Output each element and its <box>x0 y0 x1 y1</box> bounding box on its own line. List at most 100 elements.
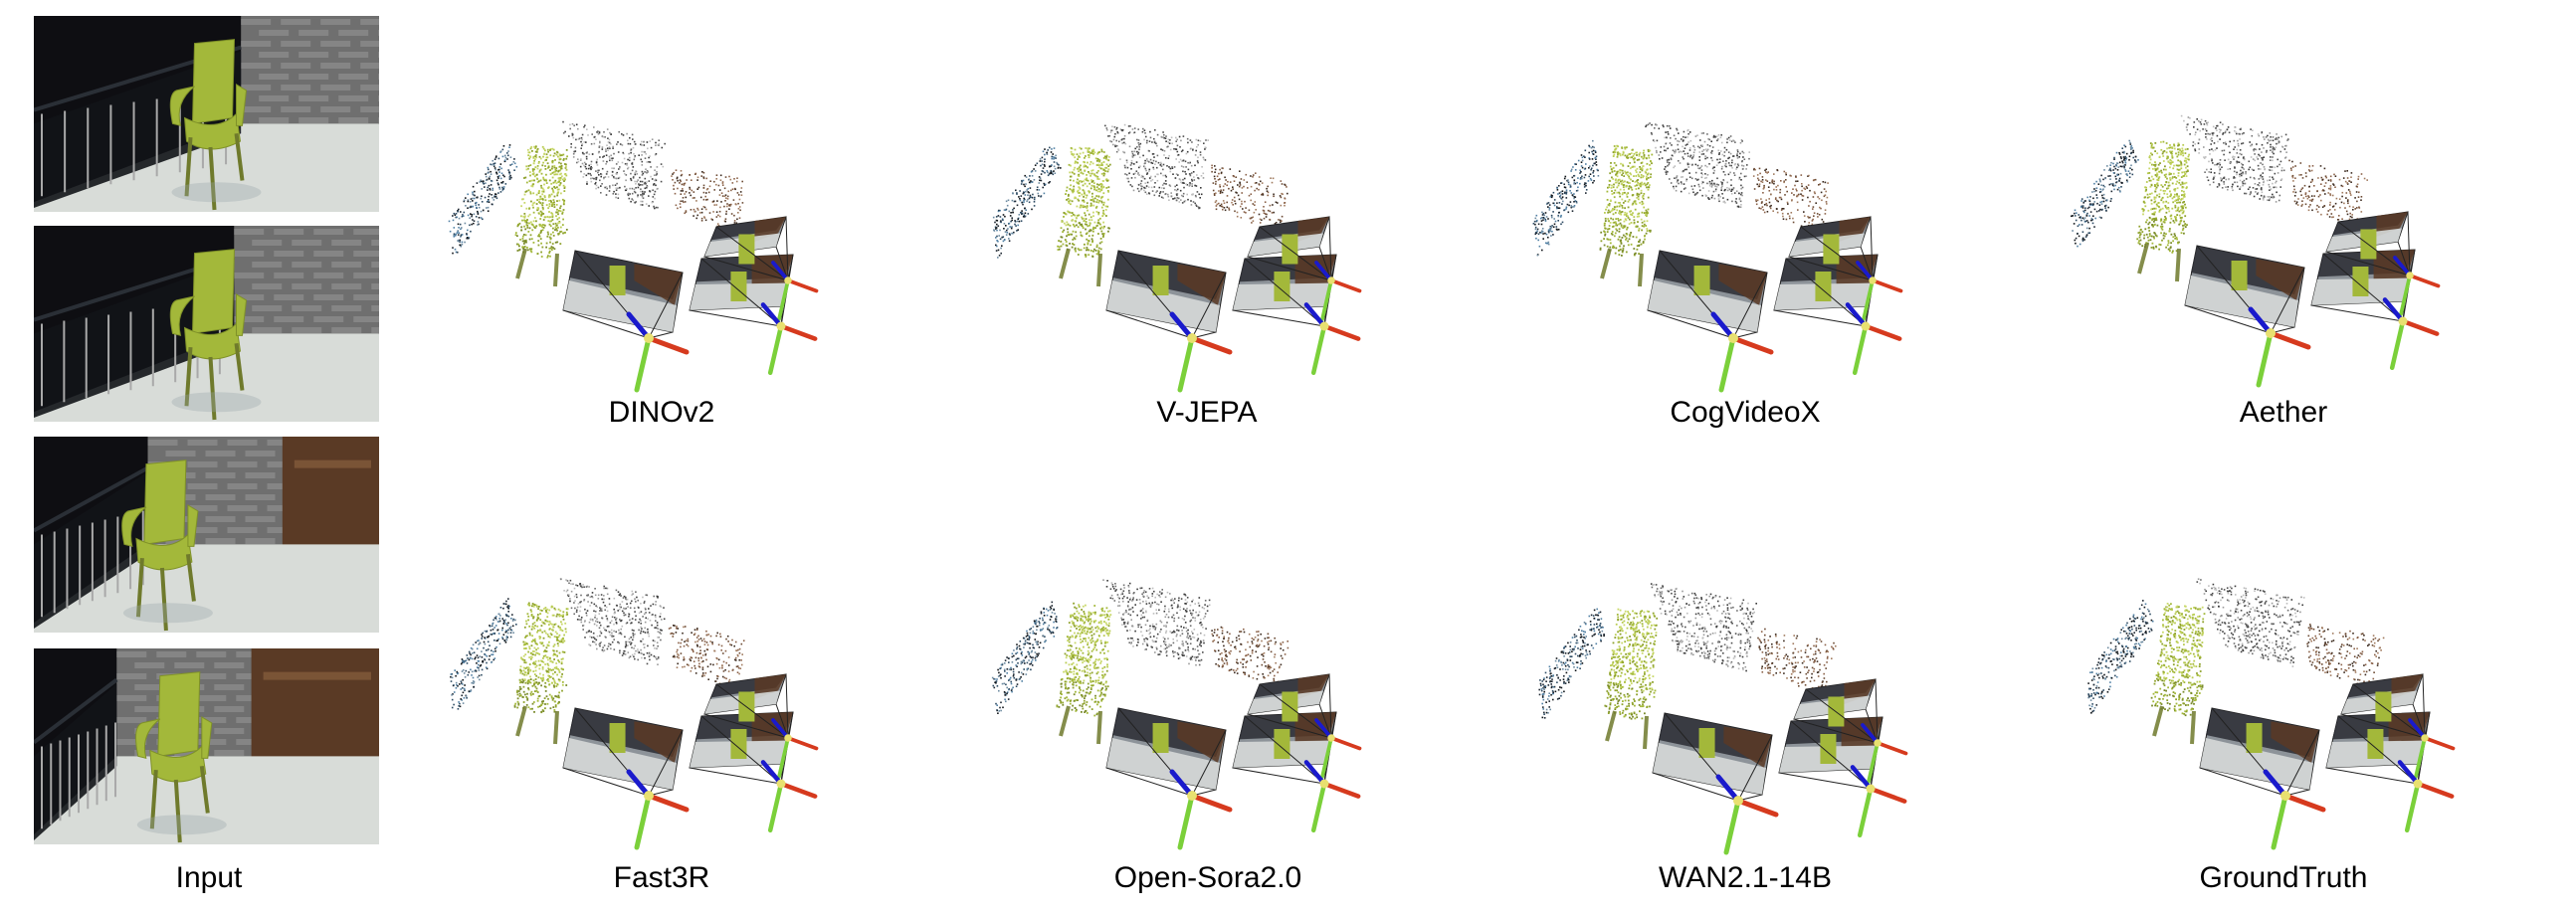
chair-photo <box>34 226 379 422</box>
camera-axes-icon <box>1314 261 1362 321</box>
chair-photo <box>34 437 379 633</box>
label-v-jepa: V-JEPA <box>1156 396 1258 429</box>
camera-axes-icon <box>771 718 819 779</box>
point-cloud-chair <box>1599 144 1654 257</box>
point-cloud-railing <box>992 146 1062 259</box>
camera-frustum <box>703 216 789 281</box>
chair-photo <box>34 648 379 844</box>
reconstruction-view <box>448 120 819 393</box>
camera-axes-icon <box>1169 311 1233 393</box>
point-cloud-door <box>2306 624 2385 689</box>
camera-frustum <box>1647 250 1768 339</box>
camera-frustum <box>1793 678 1879 744</box>
label-dinov2: DINOv2 <box>608 396 715 429</box>
reconstruction-view <box>992 123 1362 393</box>
camera-axes-icon <box>760 302 818 376</box>
reconstruction-view <box>1532 122 1903 393</box>
input-label: Input <box>175 861 243 894</box>
point-cloud-chair <box>2136 140 2190 254</box>
point-cloud-chair <box>1056 602 1112 717</box>
point-cloud-wall <box>562 120 666 210</box>
chair-photo <box>34 16 379 212</box>
point-cloud-wall <box>2196 578 2305 667</box>
label-fast3r: Fast3R <box>613 861 710 894</box>
panel-aether <box>2040 104 2477 388</box>
point-cloud-railing <box>1538 608 1605 719</box>
label-aether: Aether <box>2239 396 2328 429</box>
input-frame-2 <box>34 226 379 422</box>
camera-frustum <box>562 707 684 797</box>
point-cloud-wall <box>1645 122 1750 208</box>
camera-axes-icon <box>2382 297 2440 371</box>
camera-frustum <box>1105 250 1227 339</box>
panel-v-jepa <box>961 109 1399 393</box>
camera-axes-icon <box>626 311 690 393</box>
panel-groundtruth <box>2055 567 2492 850</box>
camera-axes-icon <box>2408 718 2456 779</box>
camera-axes-icon <box>760 760 818 833</box>
camera-frustum <box>703 673 789 739</box>
camera-frustum <box>2184 245 2305 334</box>
point-cloud-chair <box>1057 146 1111 258</box>
input-frame-1 <box>34 16 379 212</box>
camera-axes-icon <box>2263 769 2326 850</box>
camera-axes-icon <box>1845 302 1902 376</box>
point-cloud-door <box>671 169 744 232</box>
reconstruction-view <box>2071 114 2441 388</box>
camera-axes-icon <box>2248 306 2311 388</box>
camera-axes-icon <box>1169 769 1233 850</box>
input-frame-4 <box>34 648 379 844</box>
point-cloud-chair <box>1604 608 1659 720</box>
panel-open-sora <box>961 567 1399 850</box>
camera-axes-icon <box>1303 760 1361 833</box>
camera-axes-icon <box>1861 723 1908 784</box>
camera-frustum <box>1788 216 1874 281</box>
point-cloud-wall <box>1102 579 1211 666</box>
label-cogvideox: CogVideoX <box>1670 396 1821 429</box>
point-cloud-railing <box>450 598 517 710</box>
panel-fast3r <box>418 567 856 850</box>
point-cloud-railing <box>1532 139 1600 257</box>
reconstruction-view <box>1538 583 1908 855</box>
panel-wan <box>1507 572 1945 855</box>
point-cloud-door <box>2288 159 2368 226</box>
input-frame-3 <box>34 437 379 633</box>
reconstruction-view <box>991 579 1362 850</box>
point-cloud-wall <box>1650 583 1757 672</box>
camera-axes-icon <box>2393 256 2441 316</box>
camera-frustum <box>562 250 684 339</box>
camera-frustum <box>2340 673 2426 739</box>
point-cloud-door <box>1211 164 1288 232</box>
point-cloud-door <box>1757 628 1837 693</box>
camera-frustum <box>1247 216 1332 281</box>
point-cloud-railing <box>2087 600 2154 714</box>
point-cloud-chair <box>513 602 569 714</box>
point-cloud-wall <box>2180 114 2289 203</box>
point-cloud-railing <box>2071 139 2139 248</box>
panel-cogvideox <box>1502 109 1940 393</box>
point-cloud-chair <box>2150 603 2206 717</box>
camera-frustum <box>2199 707 2320 797</box>
camera-frustum <box>2325 211 2411 276</box>
camera-axes-icon <box>1710 311 1774 393</box>
label-wan: WAN2.1-14B <box>1659 861 1832 894</box>
point-cloud-door <box>1752 167 1829 234</box>
label-groundtruth: GroundTruth <box>2199 861 2368 894</box>
point-cloud-door <box>1211 626 1289 689</box>
point-cloud-door <box>668 625 745 691</box>
camera-axes-icon <box>1715 774 1779 855</box>
reconstruction-view <box>450 578 819 850</box>
camera-frustum <box>1652 712 1773 802</box>
camera-axes-icon <box>1856 261 1903 321</box>
point-cloud-railing <box>448 144 518 255</box>
camera-axes-icon <box>771 261 819 321</box>
camera-axes-icon <box>1850 765 1907 838</box>
label-open-sora: Open-Sora2.0 <box>1113 861 1302 894</box>
reconstruction-view <box>2087 578 2456 850</box>
point-cloud-chair <box>514 145 568 259</box>
point-cloud-railing <box>991 601 1059 714</box>
camera-frustum <box>1105 707 1227 797</box>
panel-dinov2 <box>418 109 856 393</box>
point-cloud-wall <box>559 578 666 665</box>
camera-axes-icon <box>626 769 690 850</box>
